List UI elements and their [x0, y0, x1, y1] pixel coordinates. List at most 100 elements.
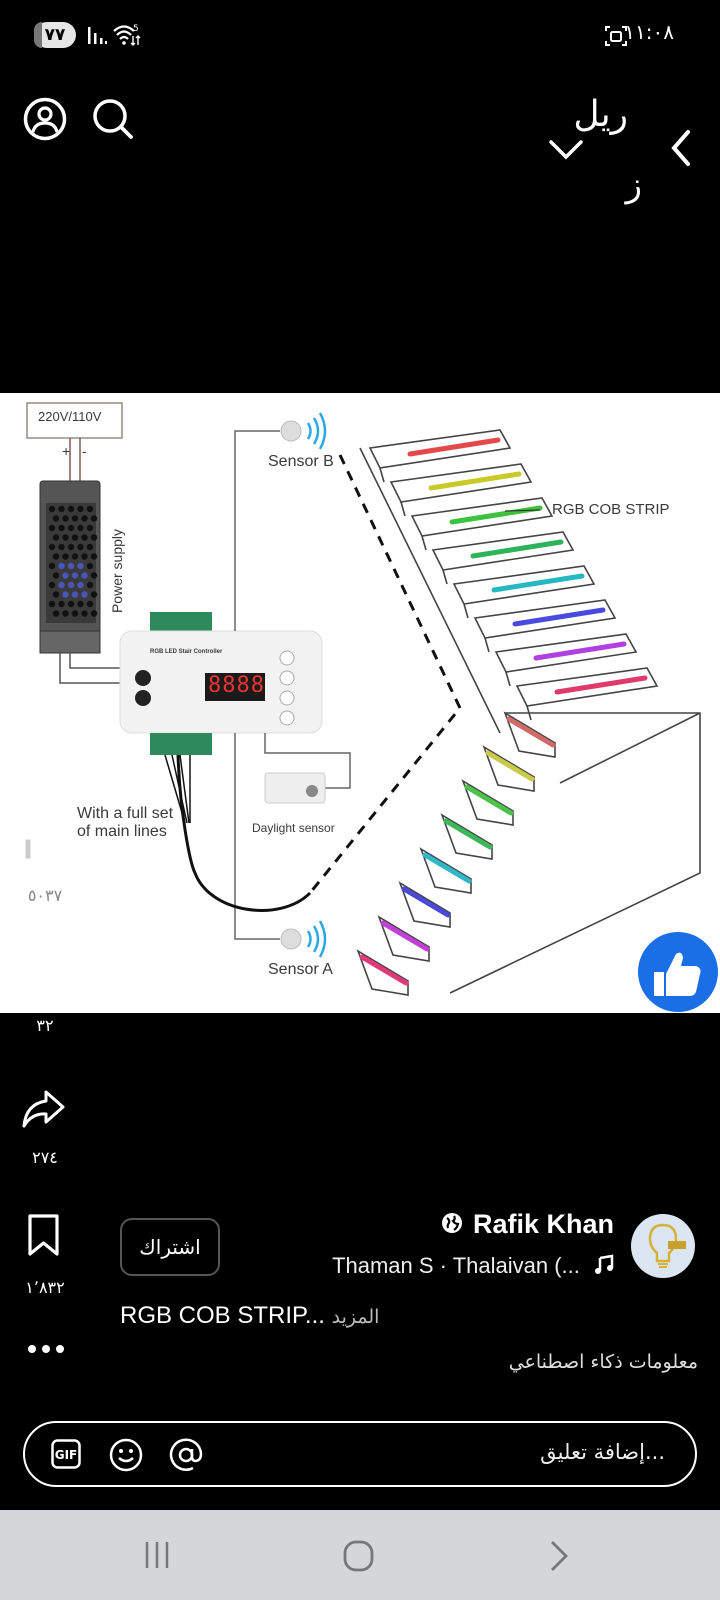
vent-hole [81, 553, 88, 560]
vent-hole [58, 562, 65, 570]
main-lines-line1: With a full set [77, 805, 174, 822]
vent-hole [71, 572, 79, 579]
stair-side [449, 712, 701, 994]
vent-hole [77, 562, 84, 570]
vent-hole [67, 562, 75, 570]
ai-info-label[interactable]: معلومات ذكاء اصطناعي [508, 1351, 698, 1373]
vent-hole [90, 534, 98, 541]
author-name[interactable]: Rafik Khan [472, 1209, 614, 1239]
vent-hole [67, 581, 75, 589]
daylight-label: Daylight sensor [252, 821, 335, 835]
vent-hole [58, 581, 65, 589]
save-icon[interactable] [24, 1212, 64, 1258]
vent-hole [81, 515, 88, 522]
author-avatar[interactable] [630, 1213, 696, 1279]
status-time: ١١:٠٨ [624, 20, 674, 44]
plus-label: + [62, 443, 71, 459]
recent-apps-icon[interactable] [142, 1540, 172, 1570]
screenshot-icon [605, 26, 627, 46]
author-name-row[interactable]: Rafik Khan [441, 1209, 614, 1241]
like-icon[interactable] [20, 818, 66, 864]
music-title[interactable]: Thaman S · Thalaivan (... [332, 1253, 580, 1278]
led-strip [401, 886, 451, 918]
vent-hole [86, 543, 94, 551]
vent-hole [52, 553, 60, 560]
like-count: ٥٠٣٧ [27, 886, 63, 905]
led-strip [407, 437, 501, 457]
share-count: ٢٧٤ [32, 1148, 58, 1167]
vent-hole [77, 543, 84, 551]
vent-hole [77, 505, 84, 513]
vent-hole [81, 534, 88, 541]
vent-hole [62, 534, 69, 541]
home-icon[interactable] [342, 1540, 376, 1574]
mention-icon[interactable] [169, 1438, 203, 1472]
vent-hole [62, 572, 69, 579]
chevron-down-icon[interactable] [548, 138, 584, 162]
vent-hole [90, 553, 98, 560]
led-strip [422, 852, 472, 884]
back-nav-icon[interactable] [548, 1540, 570, 1574]
terminal-top [150, 612, 212, 632]
vent-hole [62, 515, 69, 522]
vent-hole [81, 610, 88, 617]
strip-label: RGB COB STRIP [552, 501, 670, 518]
share-icon[interactable] [20, 1086, 66, 1132]
vent-hole [81, 572, 88, 579]
subscribe-button[interactable]: اشتراك [120, 1218, 220, 1276]
vent-hole [52, 591, 60, 598]
vent-hole [67, 543, 75, 551]
vent-hole [86, 581, 94, 589]
comment-icon[interactable] [20, 940, 66, 986]
svg-text:GIF: GIF [55, 1448, 78, 1462]
staircase [356, 429, 701, 996]
search-icon[interactable] [90, 96, 136, 142]
vent-hole [77, 581, 84, 589]
vent-hole [48, 543, 56, 551]
profile-icon[interactable] [22, 96, 68, 142]
led-strip [470, 539, 564, 559]
vent-hole [58, 600, 65, 608]
system-navbar [0, 1510, 720, 1600]
vent-hole [48, 524, 56, 532]
main-lines-label: With a full set of main lines [77, 805, 173, 841]
like-reaction-badge [638, 932, 718, 1012]
vent-hole [67, 524, 75, 532]
led-strip [485, 750, 535, 782]
comment-placeholder[interactable]: إضافة تعليق... [540, 1440, 665, 1464]
back-icon[interactable] [668, 128, 694, 168]
sensor-b-label: Sensor B [268, 453, 334, 470]
vent-hole [90, 515, 98, 522]
terminal-bottom [150, 733, 212, 755]
header-title-line2[interactable]: ز [625, 165, 642, 205]
vent-hole [52, 610, 60, 617]
music-row[interactable]: Thaman S · Thalaivan (... [332, 1253, 614, 1280]
gif-icon[interactable]: GIF [51, 1439, 81, 1469]
led-strip [464, 784, 514, 816]
header-title[interactable]: ريل [573, 94, 628, 135]
caption[interactable]: RGB COB STRIP... المزيد [120, 1302, 387, 1330]
sensor-a-label: Sensor A [268, 961, 333, 978]
led-strip [512, 607, 606, 627]
vent-hole [67, 600, 75, 608]
vent-hole [71, 591, 79, 598]
comment-input[interactable]: GIF إضافة تعليق... [23, 1421, 697, 1487]
controller-label: RGB LED Stair Controller [150, 649, 223, 655]
vent-hole [48, 505, 56, 513]
emoji-icon[interactable] [109, 1438, 143, 1472]
vent-hole [62, 610, 69, 617]
vent-hole [90, 610, 98, 617]
led-strip [428, 471, 522, 491]
led-strip [359, 954, 409, 986]
vent-hole [90, 591, 98, 598]
notification-count: ٧٧ [44, 25, 66, 45]
vent-hole [52, 534, 60, 541]
svg-text:5: 5 [133, 24, 139, 34]
vent-hole [62, 553, 69, 560]
music-note-icon [594, 1254, 614, 1280]
more-link[interactable]: المزيد [331, 1306, 380, 1328]
more-options-icon[interactable] [26, 1342, 66, 1356]
post-image[interactable]: 220V/110V + - Power supply RGB LED Stair… [0, 393, 720, 1013]
vent-hole [58, 505, 65, 513]
vent-hole [71, 515, 79, 522]
